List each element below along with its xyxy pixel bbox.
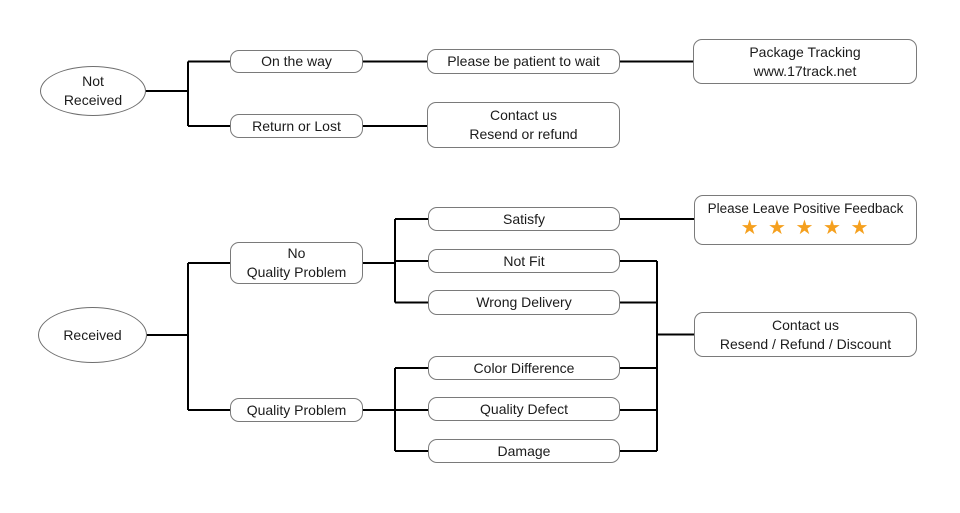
node-package-tracking: Package Tracking www.17track.net bbox=[693, 39, 917, 84]
node-color-difference: Color Difference bbox=[428, 356, 620, 380]
node-positive-feedback: Please Leave Positive Feedback ★ ★ ★ ★ ★ bbox=[694, 195, 917, 245]
node-contact-resend-refund: Contact us Resend or refund bbox=[427, 102, 620, 148]
node-quality-defect: Quality Defect bbox=[428, 397, 620, 421]
positive-feedback-label: Please Leave Positive Feedback bbox=[707, 200, 904, 216]
node-contact-discount: Contact us Resend / Refund / Discount bbox=[694, 312, 917, 357]
node-not-received: Not Received bbox=[40, 66, 146, 116]
node-satisfy: Satisfy bbox=[428, 207, 620, 231]
node-on-the-way: On the way bbox=[230, 50, 363, 73]
star-rating-icon: ★ ★ ★ ★ ★ bbox=[740, 217, 871, 240]
node-return-or-lost: Return or Lost bbox=[230, 114, 363, 138]
node-damage: Damage bbox=[428, 439, 620, 463]
node-quality-problem: Quality Problem bbox=[230, 398, 363, 422]
node-wrong-delivery: Wrong Delivery bbox=[428, 290, 620, 315]
node-not-fit: Not Fit bbox=[428, 249, 620, 273]
node-no-quality-problem: No Quality Problem bbox=[230, 242, 363, 284]
node-please-be-patient: Please be patient to wait bbox=[427, 49, 620, 74]
node-received: Received bbox=[38, 307, 147, 363]
